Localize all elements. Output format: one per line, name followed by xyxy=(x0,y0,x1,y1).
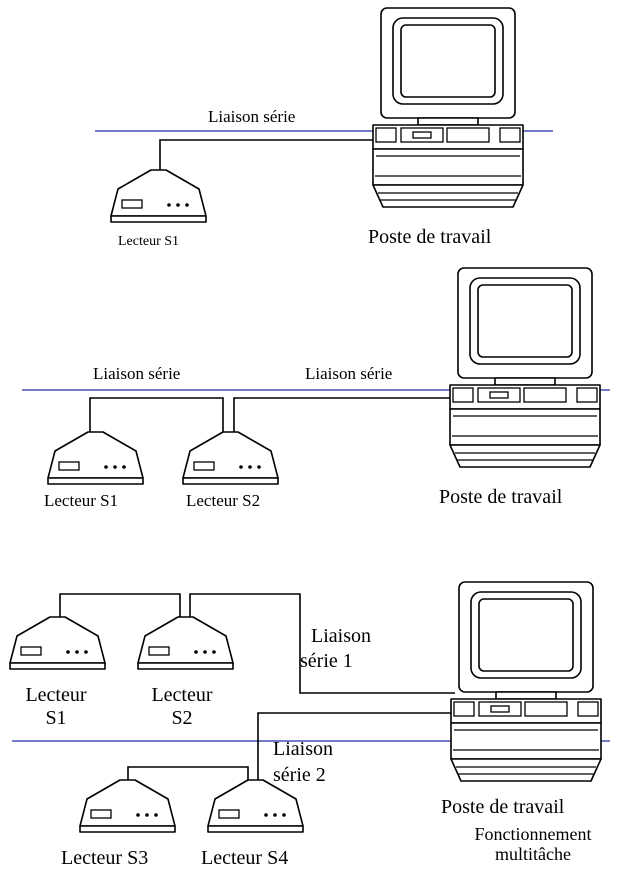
reader-s2-label-line2: S2 xyxy=(171,707,192,729)
serial-link-1-wire xyxy=(189,593,455,694)
reader-s2-icon xyxy=(137,616,234,670)
serial-link-2-label-line1: Liaison xyxy=(273,738,333,760)
diagram-2: Liaison série Liaison série Lecteur S1 L… xyxy=(22,267,610,510)
reader-s2-icon xyxy=(182,431,279,485)
workstation-label: Poste de travail xyxy=(439,486,563,508)
workstation-icon xyxy=(449,267,601,468)
reader-s3-icon xyxy=(79,779,176,833)
reader-s1-icon xyxy=(47,431,144,485)
reader-s2-label-line1: Lecteur xyxy=(151,684,212,706)
reader-s4-label: Lecteur S4 xyxy=(201,847,288,869)
serial-link-wire-a xyxy=(89,397,224,440)
workstation-note-line2: multitâche xyxy=(495,844,571,864)
serial-link-2-wire xyxy=(257,712,455,788)
reader-s4-icon xyxy=(207,779,304,833)
serial-link-label: Liaison série xyxy=(208,107,295,126)
diagram-1: Liaison série Lecteur S1 Poste de travai… xyxy=(95,7,553,249)
reader-s1-label: Lecteur S1 xyxy=(118,234,179,249)
serial-link-1-label-line2: série 1 xyxy=(300,650,353,672)
serial-link-1-label-line1: Liaison xyxy=(311,625,371,647)
serial-link-label-a: Liaison série xyxy=(93,364,180,383)
workstation-label: Poste de travail xyxy=(441,796,565,818)
reader-s1-label-line1: Lecteur xyxy=(25,684,86,706)
serial-link-wire-b xyxy=(233,397,458,440)
workstation-icon xyxy=(372,7,524,208)
reader-s3-label: Lecteur S3 xyxy=(61,847,148,869)
reader-s1-label-line2: S1 xyxy=(45,707,66,729)
reader-s2-label: Lecteur S2 xyxy=(186,491,260,510)
serial-link-1-wire-readers xyxy=(59,593,181,625)
reader-s1-label: Lecteur S1 xyxy=(44,491,118,510)
serial-link-2-label-line2: série 2 xyxy=(273,764,326,786)
workstation-label: Poste de travail xyxy=(368,226,492,248)
workstation-note-line1: Fonctionnement xyxy=(475,824,592,844)
serial-link-2-wire-readers xyxy=(127,766,249,788)
serial-link-label-b: Liaison série xyxy=(305,364,392,383)
serial-link-wire xyxy=(159,139,380,188)
reader-s1-icon xyxy=(9,616,106,670)
reader-s1-icon xyxy=(110,169,207,223)
workstation-icon xyxy=(450,581,602,782)
diagram-3: Liaison série 1 Liaison série 2 Lecteur … xyxy=(9,581,610,869)
